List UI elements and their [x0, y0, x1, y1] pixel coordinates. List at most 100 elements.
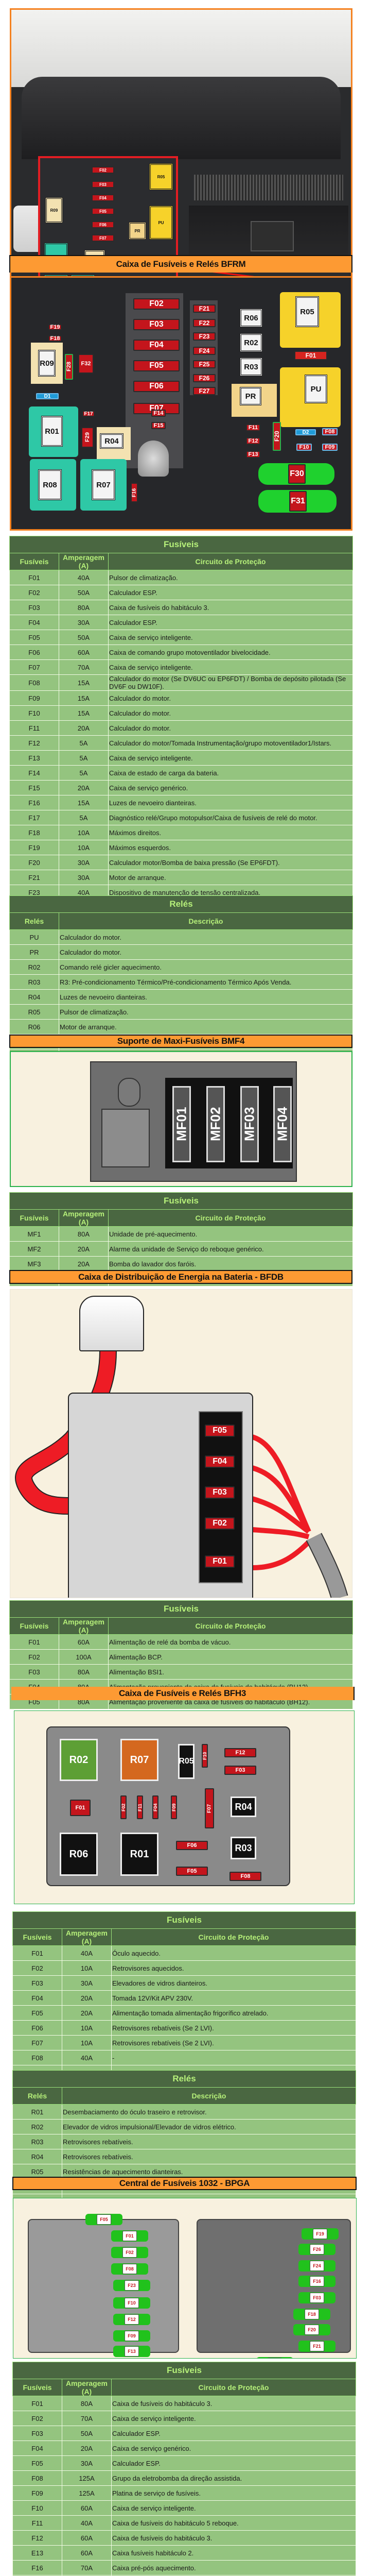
fuse-f04: F04 [92, 194, 114, 201]
cell-fuse: MF1 [9, 1226, 59, 1242]
bpga-fuse-label: F05 [97, 2214, 111, 2225]
cell-amperage: 20A [59, 720, 109, 736]
cell-description: R3: Pré-condicionamento Térmico/Pré-cond… [59, 974, 353, 990]
table-title: Fusíveis [9, 536, 353, 553]
bfrm-fuse-f05: F05 [133, 360, 180, 371]
cell-relay: R04 [9, 989, 59, 1005]
bpga-fuse-label: F27 [268, 2358, 282, 2359]
cell-circuit: Motor de arranque. [108, 870, 353, 885]
cell-fuse: F01 [9, 570, 59, 585]
cell-fuse: E13 [12, 2545, 62, 2561]
cell-relay: R04 [12, 2149, 62, 2164]
bfdb-diagram: F05 F04 F03 F02 F01 [10, 1289, 352, 1598]
bfrm-fuse-f21: F21 [193, 304, 216, 313]
cell-fuse: F01 [12, 2396, 62, 2411]
bfrm-fuse-f06: F06 [133, 381, 180, 392]
cell-fuse: F13 [9, 750, 59, 766]
cell-amperage: 60A [62, 2500, 112, 2516]
cell-circuit: Caixa de serviço inteligente. [111, 2500, 356, 2516]
cell-fuse: F07 [9, 659, 59, 675]
cell-fuse: F03 [12, 2426, 62, 2441]
cell-amperage: 30A [62, 2455, 112, 2471]
bfrm-fuses-table: Fusíveis Fusíveis Amperagem (A) Circuito… [9, 536, 353, 975]
bpga-fuse-holder: F27 [256, 2357, 293, 2359]
table-title: Relés [9, 895, 353, 913]
col-header-amperage: Amperagem (A) [62, 2379, 112, 2396]
cell-circuit: Grupo da eletrobomba da direção assistid… [111, 2470, 356, 2486]
cell-fuse: F08 [12, 2050, 62, 2065]
cell-amperage: 20A [62, 2005, 112, 2021]
bpga-fuse-holder: F03 [298, 2292, 335, 2303]
cell-fuse: F03 [9, 600, 59, 615]
cell-amperage: 125A [62, 2470, 112, 2486]
section-header-bfh3: Caixa de Fusíveis e Relés BFH3 [11, 1687, 355, 1700]
bpga-fuse-label: F16 [310, 2276, 324, 2286]
battery [251, 221, 294, 251]
cell-circuit: Calculador do motor. [108, 705, 353, 721]
cell-circuit: Luzes de nevoeiro dianteiras. [108, 795, 353, 810]
bfdb-fuse-f05: F05 [205, 1425, 235, 1437]
cell-fuse: F05 [12, 2005, 62, 2021]
bfrm-fuse-f16: F16 [131, 483, 138, 502]
cell-amperage: 70A [59, 659, 109, 675]
cell-fuse: F20 [9, 855, 59, 870]
bmf4-fuses-table: Fusíveis Fusíveis Amperagem (A) Circuito… [9, 1192, 353, 1286]
cell-fuse: F05 [9, 630, 59, 645]
cell-fuse: F08 [9, 674, 59, 691]
bfrm-relay-r01: R01 [41, 416, 63, 447]
bpga-fuse-holder: F18 [293, 2309, 330, 2320]
bfrm-fuse-f08: F08 [322, 428, 338, 435]
bmf4-diagram: MF01 MF02 MF03 MF04 [10, 1051, 352, 1187]
cell-fuse: F09 [9, 690, 59, 706]
cell-amperage: 60A [62, 2545, 112, 2561]
table-title: Relés [12, 2070, 356, 2088]
cell-amperage: 5A [59, 765, 109, 781]
bpga-fuse-label: F10 [125, 2298, 139, 2308]
cell-circuit: Elevadores de vidros dianteiros. [111, 1975, 356, 1991]
table-title: Fusíveis [9, 1600, 353, 1618]
bfdb-fuse-f04: F04 [205, 1455, 235, 1468]
bfrm-fuse-f29: F29 [81, 427, 94, 448]
bfrm-fuse-f12: F12 [246, 437, 260, 445]
bfdb-cables [15, 1351, 348, 1598]
cell-relay: R06 [9, 1019, 59, 1035]
table-row: F17100AFUSÍVEL CAIXA 4 MAXI FUSÍVEL. [12, 2575, 356, 2576]
cell-fuse: F10 [9, 705, 59, 721]
output-cable-2 [251, 1465, 311, 1533]
cell-fuse: MF3 [9, 1256, 59, 1272]
col-header-fuse: Fusíveis [12, 2379, 62, 2396]
cell-fuse: F02 [12, 2411, 62, 2426]
col-header-fuse: Fusíveis [12, 1928, 62, 1946]
cell-circuit: Caixa de fusíveis do habitáculo 3. [111, 2396, 356, 2411]
fuse-f03: F03 [92, 181, 114, 188]
bpga-fuse-label: F03 [310, 2293, 324, 2303]
bfrm-fuse-f25: F25 [193, 360, 216, 368]
bpga-fuse-label: F18 [305, 2309, 319, 2319]
bpga-fuse-holder: F26 [298, 2244, 335, 2255]
cell-circuit: Calculador ESP. [111, 2455, 356, 2471]
col-header-fuse: Fusíveis [9, 1617, 59, 1635]
cell-amperage: 125A [62, 2485, 112, 2501]
bfrm-fuse-f17: F17 [82, 411, 95, 417]
cell-description: Comando relé gicler aquecimento. [59, 959, 353, 975]
bfrm-fuse-f18: F18 [48, 335, 62, 342]
cell-description: Retrovisores rebatíveis. [62, 2134, 356, 2149]
output-cable-3 [251, 1496, 311, 1534]
cell-description: Elevador de vidros impulsional/Elevador … [62, 2119, 356, 2134]
bfh3-fuse-f06: F06 [176, 1841, 208, 1850]
cell-amperage: 80A [59, 600, 109, 615]
bpga-fuse-holder: F13 [113, 2346, 150, 2357]
cell-fuse: F06 [12, 2020, 62, 2036]
cell-relay: R02 [9, 959, 59, 975]
bfh3-relay-r07: R07 [120, 1739, 158, 1781]
